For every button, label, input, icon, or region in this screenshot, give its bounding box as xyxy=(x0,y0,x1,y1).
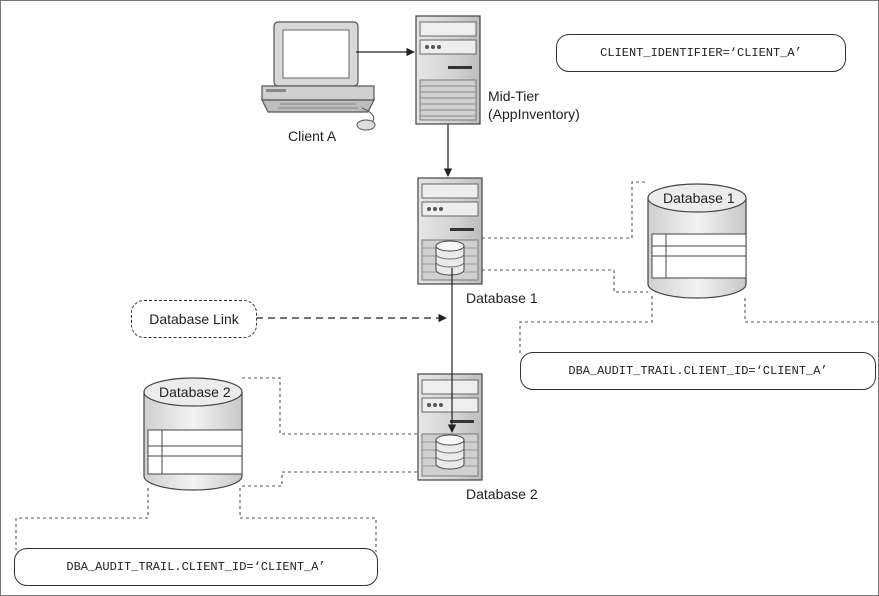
db1-audit-callout: DBA_AUDIT_TRAIL.CLIENT_ID=‘CLIENT_A’ xyxy=(520,352,876,390)
database2-server-icon xyxy=(417,373,483,481)
appinventory-label: (AppInventory) xyxy=(488,106,580,122)
database1-server-label: Database 1 xyxy=(466,290,538,306)
database2-server-label: Database 2 xyxy=(466,486,538,502)
client-identifier-callout: CLIENT_IDENTIFIER=‘CLIENT_A’ xyxy=(556,34,846,72)
database1-disk-icon xyxy=(435,240,465,276)
mid-tier-server-icon xyxy=(415,15,481,125)
mid-tier-label: Mid-Tier xyxy=(488,88,539,104)
client-computer-icon xyxy=(261,21,376,131)
database1-cylinder-label: Database 1 xyxy=(663,190,735,206)
db2-audit-text: DBA_AUDIT_TRAIL.CLIENT_ID=‘CLIENT_A’ xyxy=(66,560,326,574)
database1-zoom-lines xyxy=(482,181,878,356)
db2-audit-callout: DBA_AUDIT_TRAIL.CLIENT_ID=‘CLIENT_A’ xyxy=(14,548,378,586)
client-a-label: Client A xyxy=(288,128,337,144)
database2-cylinder-label: Database 2 xyxy=(159,384,231,400)
database1-server-icon xyxy=(417,177,483,285)
database-link-label: Database Link xyxy=(149,311,239,327)
database-link-callout: Database Link xyxy=(131,300,257,338)
database2-disk-icon xyxy=(435,434,465,470)
database2-cylinder-icon xyxy=(143,377,243,491)
database2-zoom-lines xyxy=(15,377,420,552)
db1-audit-text: DBA_AUDIT_TRAIL.CLIENT_ID=‘CLIENT_A’ xyxy=(568,364,828,378)
database1-cylinder-icon xyxy=(647,183,747,299)
client-identifier-text: CLIENT_IDENTIFIER=‘CLIENT_A’ xyxy=(600,46,802,60)
